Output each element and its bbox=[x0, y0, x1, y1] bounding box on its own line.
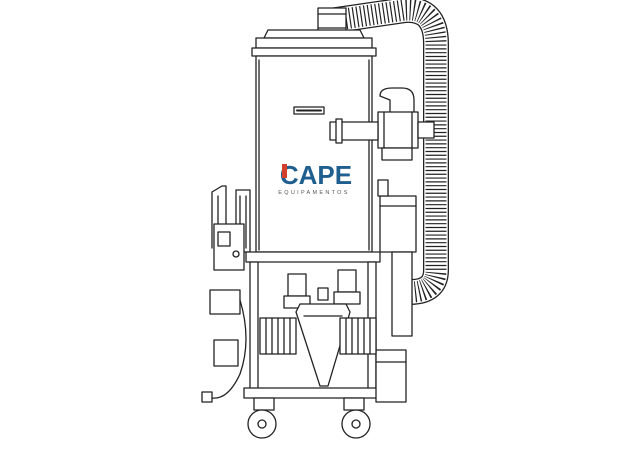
motor-box bbox=[377, 179, 417, 337]
logo-wordmark: CAPE bbox=[280, 160, 352, 190]
flexible-hose bbox=[321, 0, 449, 305]
motor-right bbox=[339, 317, 377, 355]
power-cable bbox=[211, 299, 247, 399]
inlet-pipe bbox=[329, 87, 435, 161]
discharge-cone bbox=[295, 303, 351, 387]
motor-heads bbox=[283, 269, 361, 309]
filter-tank bbox=[255, 55, 373, 253]
control-panel bbox=[209, 223, 245, 367]
power-plug bbox=[201, 391, 213, 403]
caster-left bbox=[247, 397, 277, 439]
caster-right bbox=[341, 397, 371, 439]
tank-lid bbox=[251, 29, 377, 57]
logo-tagline: EQUIPAMENTOS bbox=[278, 190, 349, 196]
logo-c-accent bbox=[282, 164, 287, 178]
motor-left bbox=[259, 317, 297, 355]
cape-logo: CAPE EQUIPAMENTOS bbox=[278, 160, 352, 196]
